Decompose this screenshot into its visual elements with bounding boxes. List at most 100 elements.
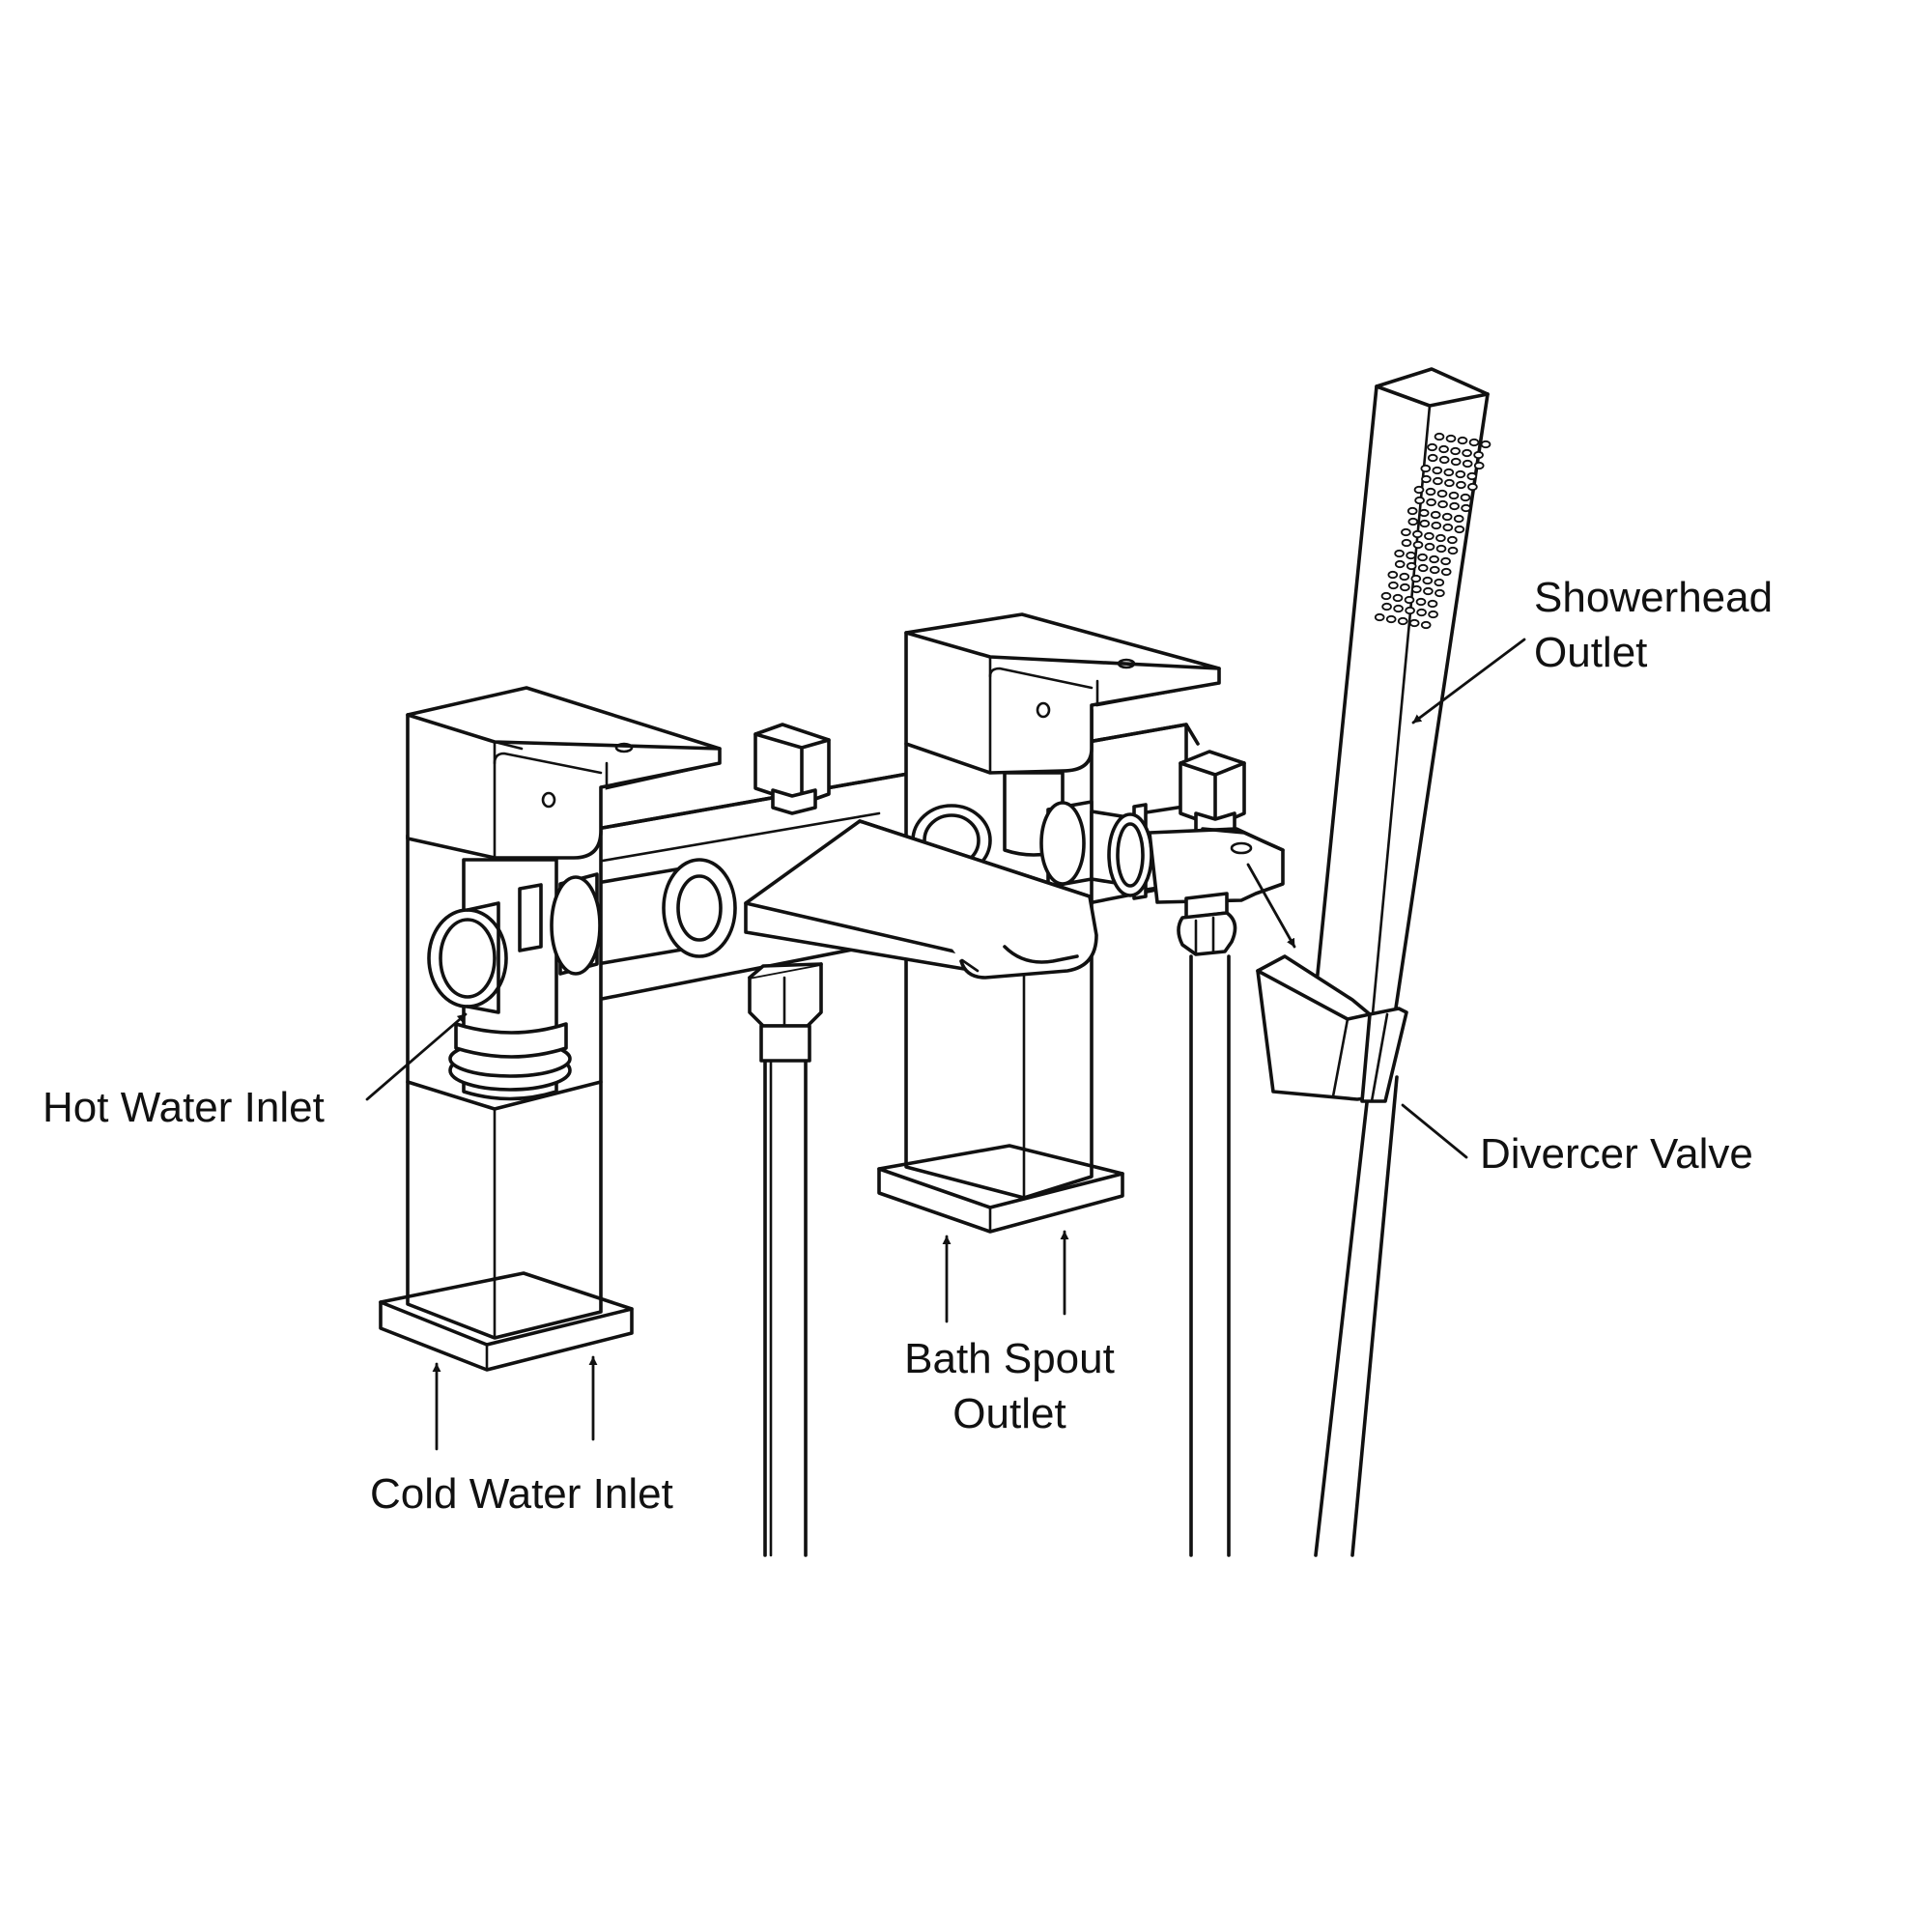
shower-handset — [1314, 367, 1492, 1026]
spray-nozzle — [1393, 604, 1404, 613]
spray-nozzle — [1435, 544, 1447, 554]
spray-nozzle — [1427, 599, 1438, 609]
left-lever-handle — [406, 686, 722, 860]
spray-nozzle — [1445, 434, 1457, 443]
spray-nozzle — [1410, 574, 1422, 583]
bath-spout-outlet-label: Bath Spout Outlet — [891, 1331, 1128, 1441]
spray-nozzle — [1457, 436, 1468, 445]
bath-spout — [744, 819, 1098, 980]
spray-nozzle — [1420, 464, 1432, 473]
spray-nozzle — [1417, 553, 1428, 562]
spray-nozzle — [1434, 432, 1445, 441]
spray-nozzle — [1412, 529, 1423, 539]
spray-nozzle — [1427, 453, 1438, 463]
spray-nozzle — [1431, 521, 1442, 530]
spray-nozzle — [1423, 586, 1434, 596]
spray-nozzle — [1460, 493, 1471, 502]
spray-nozzle — [1434, 578, 1445, 587]
spray-nozzle — [1419, 519, 1431, 528]
spray-nozzle — [1440, 567, 1452, 577]
spray-nozzle — [1418, 508, 1430, 518]
hot-water-inlet-label: Hot Water Inlet — [43, 1080, 325, 1135]
spray-nozzle — [1435, 588, 1445, 598]
spray-nozzle — [1461, 503, 1471, 513]
spray-nozzle — [1437, 499, 1448, 509]
spray-nozzle — [1449, 501, 1460, 511]
spray-nozzle — [1466, 471, 1478, 481]
spray-nozzle — [1401, 538, 1412, 548]
spray-nozzle — [1450, 446, 1461, 456]
spray-nozzle — [1448, 491, 1460, 500]
spray-nozzle — [1441, 512, 1453, 522]
spray-nozzle — [1456, 480, 1466, 490]
spray-nozzle — [1447, 546, 1459, 555]
spray-nozzle — [1438, 455, 1450, 465]
spray-nozzle — [1413, 485, 1425, 495]
spray-nozzle — [1453, 514, 1464, 524]
spray-nozzle — [1425, 487, 1436, 497]
spray-nozzle — [1432, 466, 1443, 475]
spray-nozzle — [1428, 610, 1438, 619]
spray-nozzle — [1429, 554, 1439, 564]
showerhead-outlet-label-line2: Outlet — [1534, 629, 1648, 676]
divercer-valve-leader — [1401, 1103, 1468, 1159]
left-base-plate — [379, 1271, 634, 1372]
spray-nozzle — [1430, 510, 1441, 520]
spray-nozzle — [1424, 542, 1435, 552]
spray-nozzle — [1462, 448, 1472, 458]
spray-nozzle — [1440, 556, 1451, 566]
bath-spout-outlet-label-line1: Bath Spout — [904, 1335, 1115, 1382]
hot-water-inlet-text: Hot Water Inlet — [43, 1084, 325, 1131]
left-side-port — [427, 901, 508, 1014]
left-top-cap — [753, 723, 831, 815]
left-hose — [763, 1056, 808, 1557]
cold-water-inlet-text: Cold Water Inlet — [370, 1470, 673, 1518]
spray-nozzle — [1417, 563, 1429, 573]
spray-nozzle — [1414, 496, 1425, 505]
spray-nozzle — [1426, 497, 1436, 507]
spray-nozzle — [1406, 561, 1417, 571]
cold-water-inlet-label: Cold Water Inlet — [370, 1466, 673, 1521]
middle-lever-handle — [904, 612, 1221, 775]
spray-nozzle — [1407, 517, 1419, 526]
spray-nozzle — [1392, 593, 1404, 603]
spray-nozzle — [1467, 482, 1478, 492]
spray-nozzle — [1435, 533, 1446, 543]
spray-nozzle — [1411, 584, 1422, 594]
middle-base-plate — [877, 1144, 1124, 1234]
spray-nozzle — [1401, 527, 1411, 537]
left-connector-pipe — [589, 858, 737, 967]
spray-nozzle — [1450, 457, 1462, 467]
spray-nozzle — [1462, 459, 1473, 469]
showerhead-outlet-leader — [1411, 638, 1526, 724]
spray-nozzle — [1394, 559, 1406, 569]
divercer-valve-label: Divercer Valve — [1480, 1126, 1753, 1181]
spray-nozzle — [1480, 440, 1492, 449]
diverter-flow-arrow — [1246, 863, 1296, 949]
spray-nozzle — [1433, 476, 1443, 486]
diverter-body — [1107, 812, 1285, 956]
spray-nozzle — [1416, 608, 1427, 617]
spray-nozzle — [1422, 576, 1434, 585]
spray-nozzle — [1438, 444, 1449, 454]
spray-nozzle — [1429, 565, 1440, 575]
hot-water-inlet-leader — [365, 1012, 468, 1101]
spray-nozzle — [1412, 540, 1424, 550]
spray-nozzle — [1454, 525, 1465, 534]
spray-nozzle — [1415, 597, 1427, 607]
spray-nozzle — [1436, 489, 1448, 498]
shower-holder — [1256, 954, 1408, 1103]
spray-nozzle — [1473, 450, 1484, 460]
middle-hose — [1189, 954, 1231, 1557]
spray-nozzle — [1394, 549, 1405, 558]
spray-nozzle — [1444, 478, 1455, 488]
spray-nozzle — [1455, 469, 1466, 479]
leader-lines — [365, 638, 1526, 1451]
spray-nozzle — [1473, 461, 1485, 470]
spray-nozzle — [1442, 523, 1454, 532]
spray-nozzle — [1443, 468, 1455, 477]
divercer-valve-text: Divercer Valve — [1480, 1130, 1753, 1178]
spray-nozzle — [1408, 618, 1420, 628]
shower-hose — [1314, 1075, 1399, 1557]
